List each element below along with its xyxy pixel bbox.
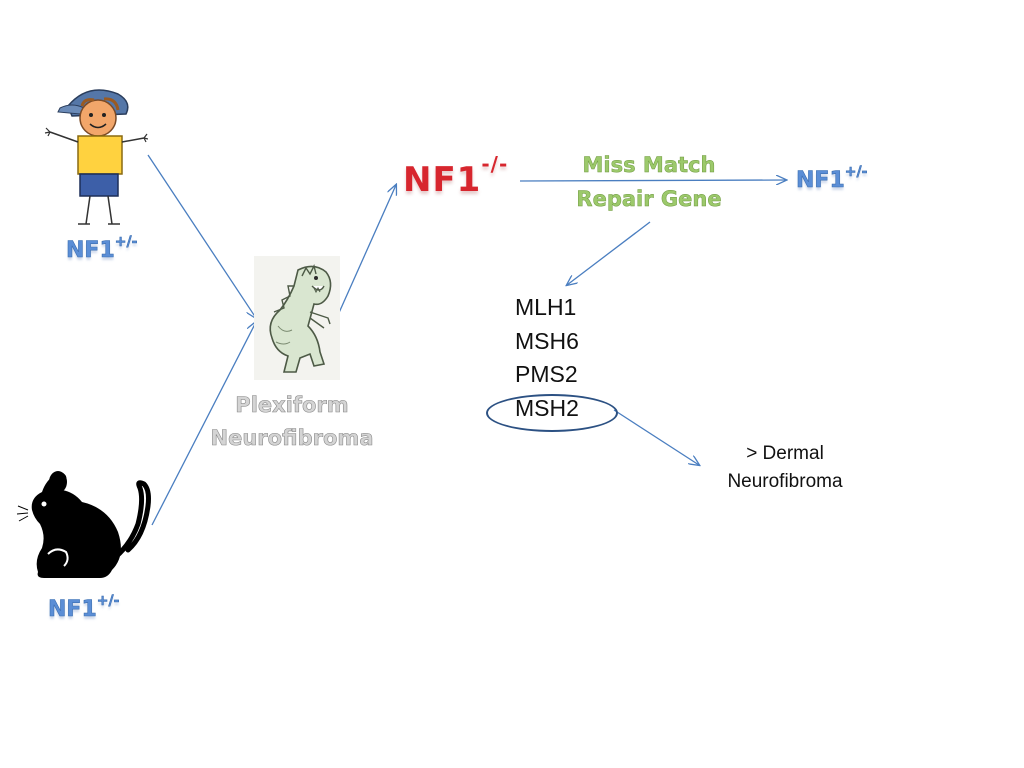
arrow-child-to-tumor: [147, 154, 256, 318]
arrow-msh2-to-dermal: [613, 409, 699, 465]
genotype-base: NF1: [48, 597, 97, 623]
right-genotype-label: NF1+/-: [796, 164, 868, 194]
genotype-base: NF1: [403, 160, 482, 200]
center-genotype-label: NF1-/-: [403, 152, 508, 200]
mmr-label-line2: Repair Gene: [576, 187, 722, 212]
gene-msh6: MSH6: [515, 327, 579, 354]
gene-pms2: PMS2: [515, 361, 578, 387]
monster-drawing-icon: [254, 256, 340, 380]
arrow-mmr-to-genes: [567, 221, 651, 285]
genotype-sup: +/-: [844, 164, 868, 181]
genotype-sup: +/-: [96, 593, 120, 610]
mmr-label-line1: Miss Match: [582, 153, 716, 178]
tumor-label: Plexiform Neurofibroma: [206, 389, 378, 455]
arrow-nf1-to-right: [519, 180, 786, 181]
dermal-label-line2: Neurofibroma: [727, 471, 843, 492]
dermal-label-line1: > Dermal: [746, 443, 824, 464]
child-drawing-icon: [44, 89, 148, 225]
msh2-highlight-ellipse: [486, 394, 618, 432]
genotype-base: NF1: [66, 238, 115, 264]
tumor-label-line1: Plexiform: [235, 393, 349, 418]
genotype-base: NF1: [796, 168, 845, 194]
mouse-silhouette-icon: [16, 471, 151, 578]
gene-mlh1: MLH1: [515, 294, 577, 320]
arrow-tumor-to-nf1: [337, 185, 396, 316]
mouse-genotype-label: NF1+/-: [48, 593, 120, 623]
dermal-label: > Dermal Neurofibroma: [712, 440, 858, 496]
tumor-label-line2: Neurofibroma: [210, 426, 374, 451]
genotype-sup: -/-: [481, 152, 509, 176]
arrow-mouse-to-tumor: [151, 322, 256, 526]
child-genotype-label: NF1+/-: [66, 234, 138, 264]
mmr-label: Miss Match Repair Gene: [566, 148, 732, 216]
genotype-sup: +/-: [114, 234, 138, 251]
